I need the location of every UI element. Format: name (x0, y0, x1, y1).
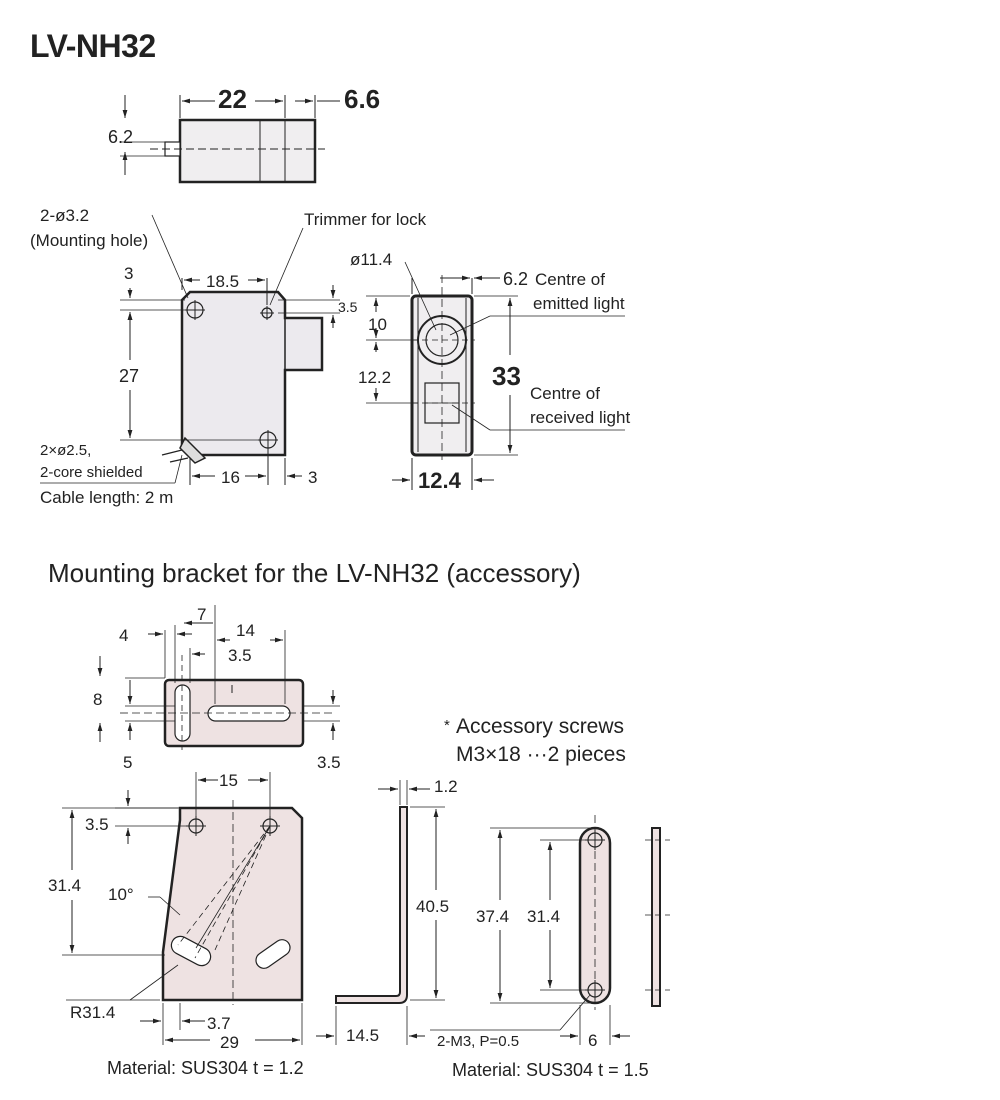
accessory-line-2: M3×18 ···2 pieces (456, 743, 626, 766)
dim-22: 22 (218, 84, 247, 114)
nut-plate-view (430, 815, 670, 1045)
bracket-section-title: Mounting bracket for the LV-NH32 (access… (48, 558, 581, 588)
dim-3-top: 3 (124, 264, 133, 283)
dim-bt-3-5a: 3.5 (228, 646, 252, 665)
label-recv-2: received light (530, 408, 630, 427)
label-cable-1: 2×ø2.5, (40, 442, 91, 459)
dim-bt-7: 7 (197, 605, 206, 624)
label-dia: ø11.4 (350, 250, 392, 269)
nut-plate-material: Material: SUS304 t = 1.5 (452, 1060, 649, 1080)
dim-bt-5: 5 (123, 753, 132, 772)
bracket-l-profile (335, 806, 408, 1004)
accessory-star: * (444, 717, 450, 734)
nut-plate-edge (651, 827, 661, 1007)
label-mount-hole-note: (Mounting hole) (30, 231, 148, 250)
dim-bf-15: 15 (219, 771, 238, 790)
sensor-body-top (178, 118, 317, 184)
dim-np-6: 6 (588, 1031, 597, 1050)
dim-6-6: 6.6 (344, 84, 380, 114)
bracket-material: Material: SUS304 t = 1.2 (107, 1058, 304, 1078)
label-recv-1: Centre of (530, 384, 600, 403)
arc-slot-2 (255, 939, 291, 969)
dim-16: 16 (221, 468, 240, 487)
label-emit-2: emitted light (533, 294, 625, 313)
dim-10: 10 (368, 315, 387, 334)
dim-np-37-4: 37.4 (476, 907, 509, 926)
label-angle: 10° (108, 885, 134, 904)
leader-trimmer (269, 227, 304, 306)
dim-bt-8: 8 (93, 690, 102, 709)
dim-3-5: 3.5 (338, 299, 358, 315)
dim-bs-40-5: 40.5 (416, 897, 449, 916)
dim-27: 27 (119, 366, 139, 386)
bracket-side-view (316, 780, 445, 1045)
bracket-front-plate (161, 806, 304, 1002)
page-title: LV-NH32 (30, 28, 156, 64)
dim-33: 33 (492, 361, 521, 391)
dim-12-4: 12.4 (418, 468, 462, 493)
sensor-front-view (40, 214, 340, 485)
label-cable-3: Cable length: 2 m (40, 488, 173, 507)
bracket-top-view (97, 605, 340, 750)
dim-bt-14: 14 (236, 621, 255, 640)
label-emit-1: Centre of (535, 270, 605, 289)
dim-np-31-4: 31.4 (527, 907, 560, 926)
dim-bf-3-7: 3.7 (207, 1014, 231, 1033)
sensor-top-view (120, 95, 340, 184)
sensor-side-view (366, 261, 625, 490)
bracket-slot-horizontal (207, 705, 291, 722)
dim-bf-29: 29 (220, 1033, 239, 1052)
label-thread: 2-M3, P=0.5 (437, 1033, 519, 1050)
leader-mount-hole (151, 214, 189, 299)
label-radius: R31.4 (70, 1003, 115, 1022)
dim-side-6-2: 6.2 (503, 269, 528, 289)
dim-18-5: 18.5 (206, 272, 239, 291)
dim-3-bottom: 3 (308, 468, 317, 487)
dim-bt-4: 4 (119, 626, 128, 645)
sensor-body-front (180, 290, 324, 457)
leader-dia (404, 261, 437, 331)
dim-bf-31-4: 31.4 (48, 876, 81, 895)
label-mount-hole: 2-ø3.2 (40, 206, 89, 225)
dim-bt-3-5b: 3.5 (317, 753, 341, 772)
label-trimmer: Trimmer for lock (304, 210, 427, 229)
dim-bs-1-2: 1.2 (434, 777, 458, 796)
dim-bf-3-5: 3.5 (85, 815, 109, 834)
arc-slot-1 (170, 935, 212, 967)
dim-6-2: 6.2 (108, 127, 133, 147)
dim-bs-14-5: 14.5 (346, 1026, 379, 1045)
cable-exit (179, 436, 207, 464)
accessory-line-1: Accessory screws (456, 715, 624, 738)
bracket-front-view (62, 772, 304, 1045)
label-cable-2: 2-core shielded (40, 464, 143, 481)
dim-12-2: 12.2 (358, 368, 391, 387)
